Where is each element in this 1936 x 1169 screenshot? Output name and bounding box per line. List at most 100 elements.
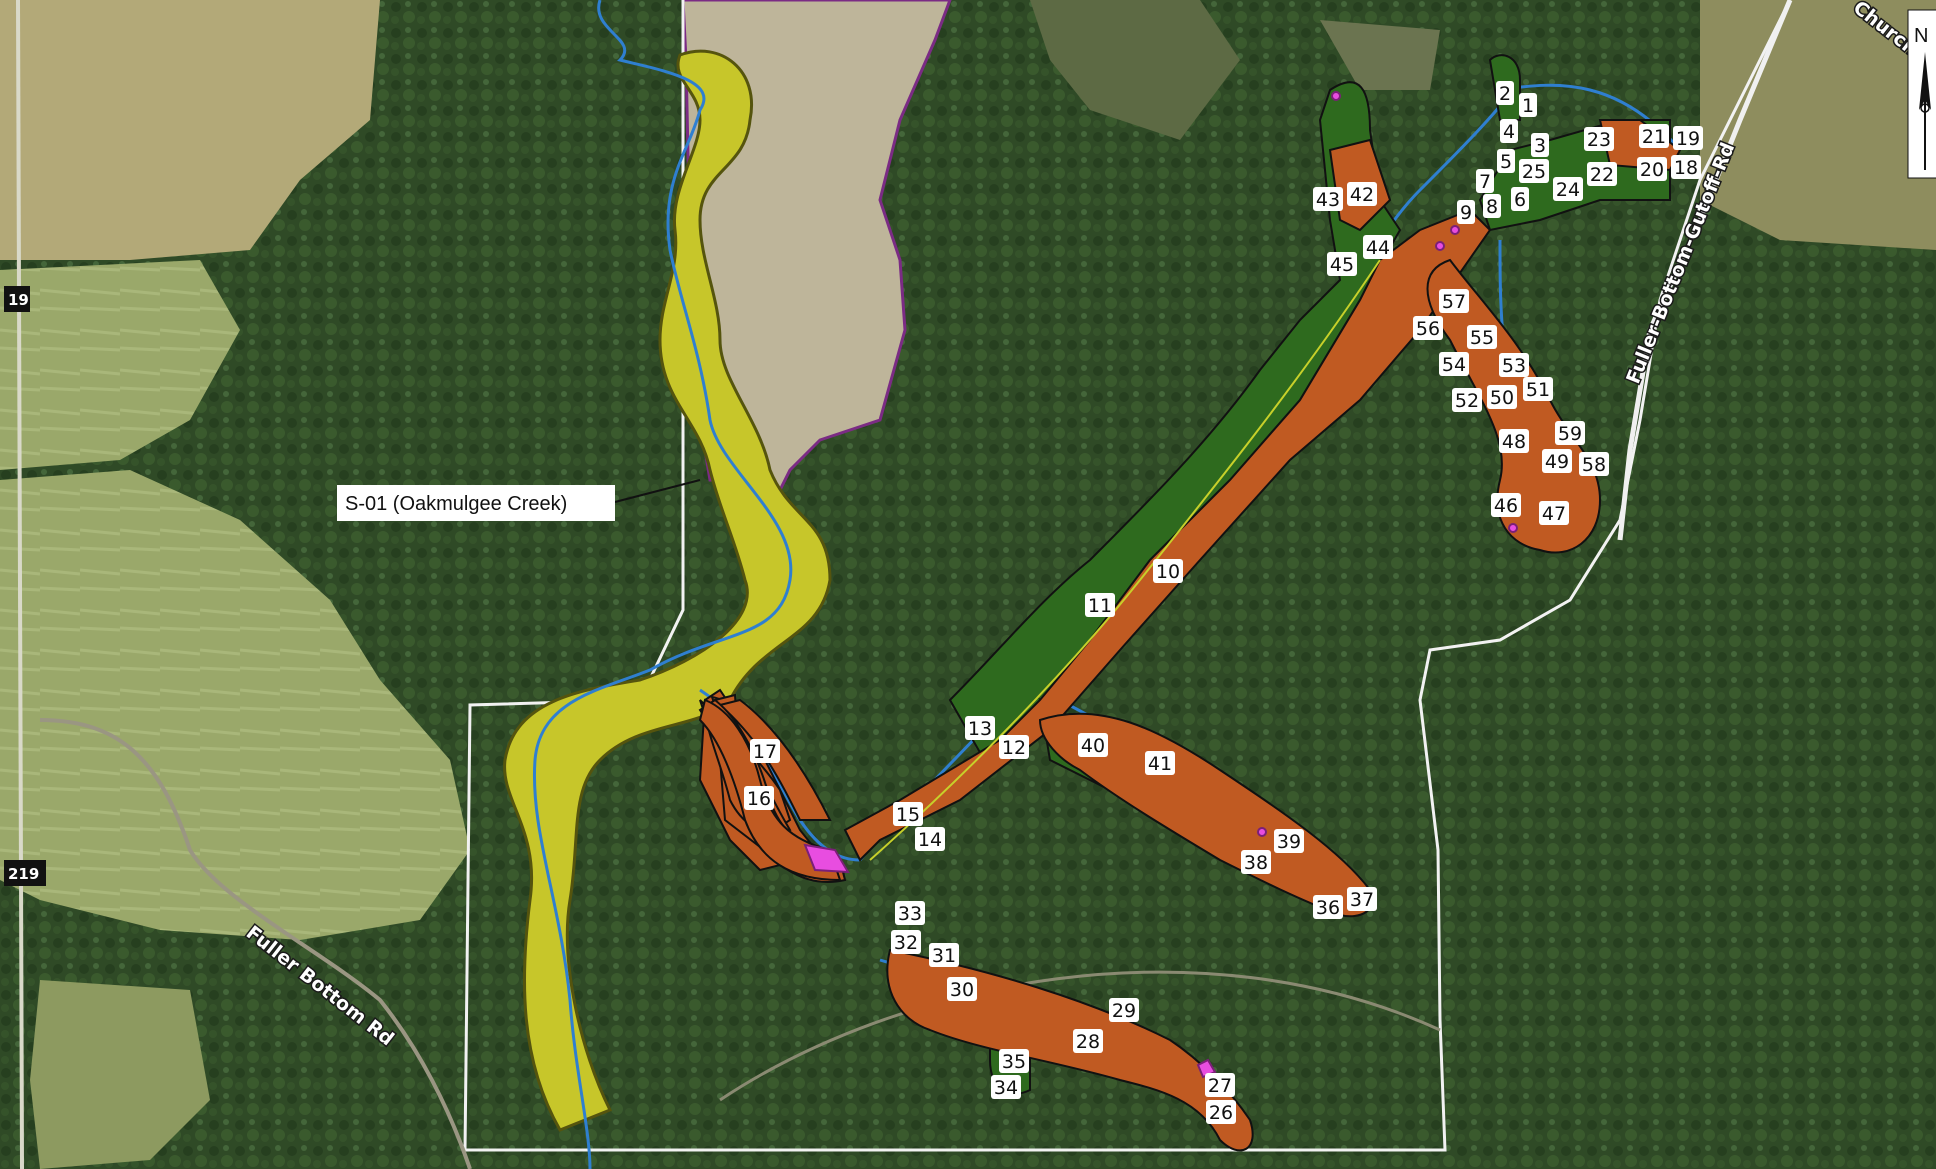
svg-text:7: 7 [1479, 171, 1491, 193]
segment-label-45[interactable]: 45 [1327, 252, 1357, 276]
segment-label-41[interactable]: 41 [1145, 751, 1175, 775]
segment-label-30[interactable]: 30 [947, 977, 977, 1001]
svg-text:37: 37 [1350, 889, 1374, 911]
svg-text:9: 9 [1460, 202, 1472, 224]
segment-label-47[interactable]: 47 [1539, 501, 1569, 525]
svg-text:39: 39 [1277, 831, 1301, 853]
segment-label-39[interactable]: 39 [1274, 829, 1304, 853]
segment-label-49[interactable]: 49 [1542, 449, 1572, 473]
svg-text:5: 5 [1500, 151, 1512, 173]
segment-label-23[interactable]: 23 [1584, 127, 1614, 151]
segment-label-17[interactable]: 17 [750, 739, 780, 763]
segment-label-2[interactable]: 2 [1496, 81, 1514, 105]
segment-label-43[interactable]: 43 [1313, 187, 1343, 211]
segment-label-28[interactable]: 28 [1073, 1029, 1103, 1053]
segment-label-14[interactable]: 14 [915, 827, 945, 851]
svg-text:15: 15 [896, 804, 920, 826]
svg-text:24: 24 [1556, 179, 1580, 201]
segment-label-4[interactable]: 4 [1500, 119, 1518, 143]
segment-label-36[interactable]: 36 [1313, 895, 1343, 919]
segment-label-7[interactable]: 7 [1476, 169, 1494, 193]
svg-text:11: 11 [1088, 595, 1112, 617]
segment-label-31[interactable]: 31 [929, 943, 959, 967]
svg-text:14: 14 [918, 829, 942, 851]
segment-label-38[interactable]: 38 [1241, 850, 1271, 874]
svg-text:46: 46 [1494, 495, 1518, 517]
segment-label-40[interactable]: 40 [1078, 733, 1108, 757]
svg-text:2: 2 [1499, 83, 1511, 105]
segment-label-12[interactable]: 12 [999, 735, 1029, 759]
svg-text:58: 58 [1582, 454, 1606, 476]
segment-label-37[interactable]: 37 [1347, 887, 1377, 911]
route-shield-19: 19 [4, 286, 30, 312]
segment-label-32[interactable]: 32 [891, 930, 921, 954]
segment-label-18[interactable]: 18 [1671, 155, 1701, 179]
segment-label-51[interactable]: 51 [1523, 377, 1553, 401]
svg-text:51: 51 [1526, 379, 1550, 401]
svg-text:219: 219 [8, 865, 39, 883]
project-boundary [463, 0, 1792, 1152]
svg-text:28: 28 [1076, 1031, 1100, 1053]
segment-label-24[interactable]: 24 [1553, 177, 1583, 201]
segment-label-33[interactable]: 33 [895, 901, 925, 925]
svg-text:6: 6 [1514, 189, 1526, 211]
segment-label-13[interactable]: 13 [965, 716, 995, 740]
segment-label-34[interactable]: 34 [991, 1075, 1021, 1099]
segment-label-52[interactable]: 52 [1452, 388, 1482, 412]
segment-label-22[interactable]: 22 [1587, 162, 1617, 186]
segment-label-10[interactable]: 10 [1153, 559, 1183, 583]
segment-label-35[interactable]: 35 [999, 1049, 1029, 1073]
svg-text:N: N [1914, 25, 1928, 47]
segment-label-3[interactable]: 3 [1531, 133, 1549, 157]
segment-label-55[interactable]: 55 [1467, 325, 1497, 349]
svg-text:1: 1 [1522, 95, 1534, 117]
svg-text:43: 43 [1316, 189, 1340, 211]
segment-label-26[interactable]: 26 [1206, 1100, 1236, 1124]
svg-text:36: 36 [1316, 897, 1340, 919]
segment-label-59[interactable]: 59 [1555, 421, 1585, 445]
segment-label-27[interactable]: 27 [1205, 1073, 1235, 1097]
svg-text:4: 4 [1503, 121, 1515, 143]
segment-label-48[interactable]: 48 [1499, 429, 1529, 453]
segment-label-57[interactable]: 57 [1439, 289, 1469, 313]
svg-text:22: 22 [1590, 164, 1614, 186]
svg-text:26: 26 [1209, 1102, 1233, 1124]
svg-text:34: 34 [994, 1077, 1018, 1099]
segment-label-5[interactable]: 5 [1497, 149, 1515, 173]
segment-label-50[interactable]: 50 [1487, 385, 1517, 409]
callout-leader [614, 479, 701, 503]
segment-label-56[interactable]: 56 [1413, 316, 1443, 340]
svg-text:52: 52 [1455, 390, 1479, 412]
svg-text:27: 27 [1208, 1075, 1232, 1097]
segment-label-20[interactable]: 20 [1637, 157, 1667, 181]
segment-label-21[interactable]: 21 [1639, 124, 1669, 148]
svg-text:23: 23 [1587, 129, 1611, 151]
segment-label-54[interactable]: 54 [1439, 352, 1469, 376]
segment-label-53[interactable]: 53 [1499, 353, 1529, 377]
segment-label-46[interactable]: 46 [1491, 493, 1521, 517]
svg-text:12: 12 [1002, 737, 1026, 759]
segment-label-25[interactable]: 25 [1519, 159, 1549, 183]
segment-label-11[interactable]: 11 [1085, 593, 1115, 617]
segment-label-58[interactable]: 58 [1579, 452, 1609, 476]
svg-text:35: 35 [1002, 1051, 1026, 1073]
svg-text:19: 19 [1676, 128, 1700, 150]
segment-label-6[interactable]: 6 [1511, 187, 1529, 211]
svg-text:44: 44 [1366, 237, 1390, 259]
segment-label-29[interactable]: 29 [1109, 998, 1139, 1022]
segment-label-8[interactable]: 8 [1483, 194, 1501, 218]
segment-label-9[interactable]: 9 [1457, 200, 1475, 224]
segment-label-42[interactable]: 42 [1347, 182, 1377, 206]
segment-label-1[interactable]: 1 [1519, 93, 1537, 117]
callout-label[interactable]: S-01 (Oakmulgee Creek) [337, 485, 615, 521]
svg-text:18: 18 [1674, 157, 1698, 179]
corridor-centerline [869, 259, 1381, 861]
segment-label-16[interactable]: 16 [744, 786, 774, 810]
svg-text:33: 33 [898, 903, 922, 925]
segment-label-15[interactable]: 15 [893, 802, 923, 826]
svg-text:25: 25 [1522, 161, 1546, 183]
segment-label-44[interactable]: 44 [1363, 235, 1393, 259]
segment-label-19[interactable]: 19 [1673, 126, 1703, 150]
